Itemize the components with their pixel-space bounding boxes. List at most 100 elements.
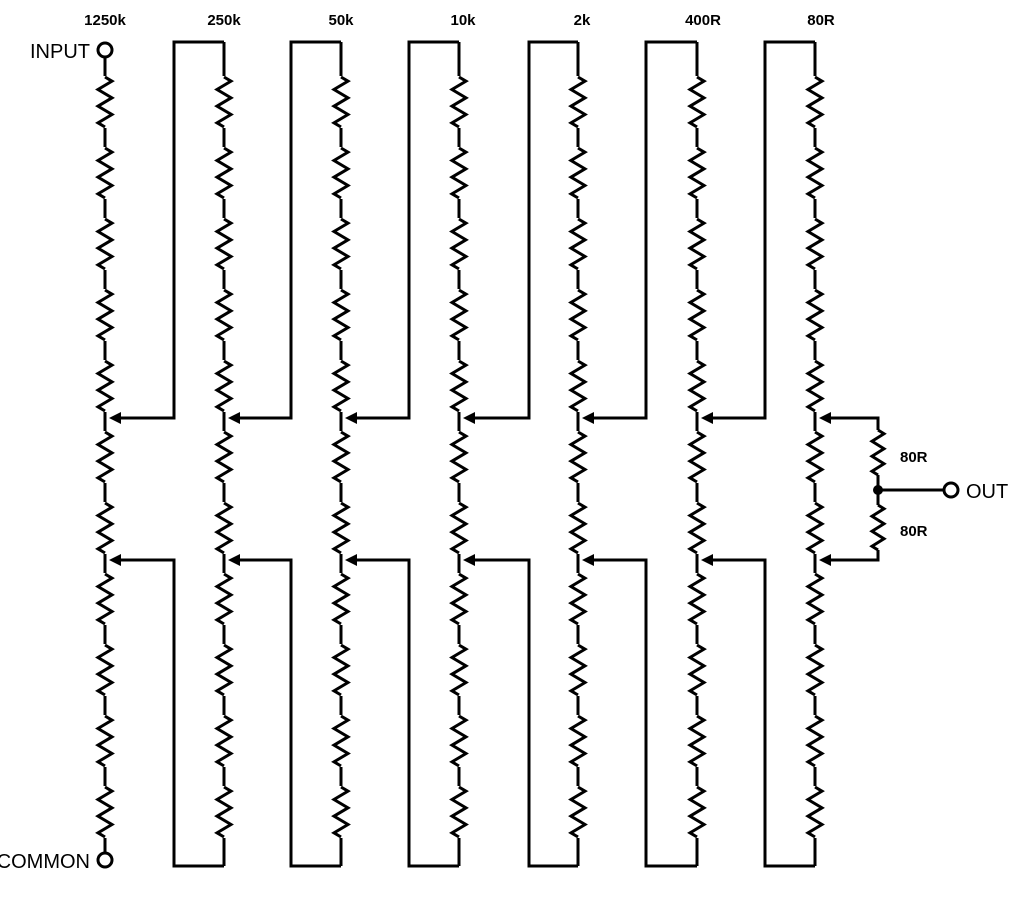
wiper-arrow xyxy=(109,412,121,424)
divider-bottom-wire xyxy=(829,550,880,562)
resistor xyxy=(214,714,234,768)
resistor xyxy=(449,288,469,342)
string-label-250k: 250k xyxy=(207,12,241,29)
resistor xyxy=(449,501,469,555)
resistor xyxy=(449,785,469,839)
resistor xyxy=(95,714,115,768)
resistor xyxy=(214,146,234,200)
loop-bottom-5 xyxy=(711,558,815,868)
wiper-arrow xyxy=(345,412,357,424)
divider-resistor-bottom xyxy=(869,503,887,552)
resistor xyxy=(568,785,588,839)
wiper-arrow xyxy=(228,554,240,566)
resistor xyxy=(95,643,115,697)
resistor xyxy=(331,643,351,697)
resistor xyxy=(214,288,234,342)
resistor xyxy=(331,572,351,626)
resistor xyxy=(95,359,115,413)
resistor xyxy=(687,146,707,200)
resistor xyxy=(805,714,825,768)
divider-resistor-top xyxy=(869,428,887,477)
wiper-arrow xyxy=(582,554,594,566)
divider-label-top: 80R xyxy=(900,449,928,466)
loop-top-0 xyxy=(119,40,224,420)
resistor xyxy=(805,217,825,271)
resistor xyxy=(331,146,351,200)
common-label: COMMON xyxy=(0,851,90,873)
loop-bottom-3 xyxy=(473,558,578,868)
resistor xyxy=(214,217,234,271)
loop-top-4 xyxy=(592,40,697,420)
input-label: INPUT xyxy=(30,41,90,63)
divider-label-bottom: 80R xyxy=(900,523,928,540)
resistor xyxy=(568,146,588,200)
resistor xyxy=(449,146,469,200)
string-label-10k: 10k xyxy=(450,12,476,29)
resistor xyxy=(214,359,234,413)
resistor xyxy=(805,430,825,484)
resistor xyxy=(805,146,825,200)
resistor xyxy=(95,785,115,839)
string-label-80r: 80R xyxy=(807,12,835,29)
resistor xyxy=(331,785,351,839)
resistor xyxy=(687,714,707,768)
resistor xyxy=(449,75,469,129)
resistor xyxy=(95,288,115,342)
loop-bottom-4 xyxy=(592,558,697,868)
loop-top-5 xyxy=(711,40,815,420)
resistor xyxy=(214,75,234,129)
string-label-1250k: 1250k xyxy=(84,12,126,29)
wiper-arrow xyxy=(819,412,831,424)
string-label-50k: 50k xyxy=(328,12,354,29)
resistor xyxy=(95,572,115,626)
resistor xyxy=(331,714,351,768)
resistor xyxy=(331,359,351,413)
resistor xyxy=(214,501,234,555)
resistor xyxy=(95,75,115,129)
resistor xyxy=(331,75,351,129)
resistor xyxy=(687,501,707,555)
loop-top-2 xyxy=(355,40,459,420)
loop-top-1 xyxy=(238,40,341,420)
resistor xyxy=(568,359,588,413)
junction-dot xyxy=(873,485,883,495)
wiper-arrow xyxy=(109,554,121,566)
out-label: OUT xyxy=(966,481,1008,503)
resistor xyxy=(687,785,707,839)
resistor xyxy=(568,288,588,342)
wiper-arrow xyxy=(463,412,475,424)
wiper-arrow xyxy=(701,554,713,566)
resistor xyxy=(331,288,351,342)
resistor xyxy=(449,430,469,484)
resistor xyxy=(687,430,707,484)
loop-top-3 xyxy=(473,40,578,420)
input-terminal xyxy=(96,41,114,59)
wiper-arrow xyxy=(701,412,713,424)
resistor xyxy=(95,217,115,271)
resistor xyxy=(95,501,115,555)
resistor xyxy=(568,75,588,129)
resistor xyxy=(568,714,588,768)
string-label-2k: 2k xyxy=(574,12,591,29)
resistor xyxy=(687,572,707,626)
resistor xyxy=(687,643,707,697)
resistor xyxy=(687,288,707,342)
resistor xyxy=(214,430,234,484)
common-terminal xyxy=(96,851,114,869)
resistor xyxy=(568,643,588,697)
loop-bottom-1 xyxy=(238,558,341,868)
resistor xyxy=(331,501,351,555)
resistor xyxy=(805,572,825,626)
resistor xyxy=(805,785,825,839)
resistor xyxy=(687,75,707,129)
wiper-arrow xyxy=(463,554,475,566)
wiper-arrow xyxy=(819,554,831,566)
resistor xyxy=(449,572,469,626)
out-terminal xyxy=(942,481,960,499)
resistor xyxy=(568,572,588,626)
wiper-arrow xyxy=(345,554,357,566)
resistor xyxy=(214,572,234,626)
resistor xyxy=(95,430,115,484)
